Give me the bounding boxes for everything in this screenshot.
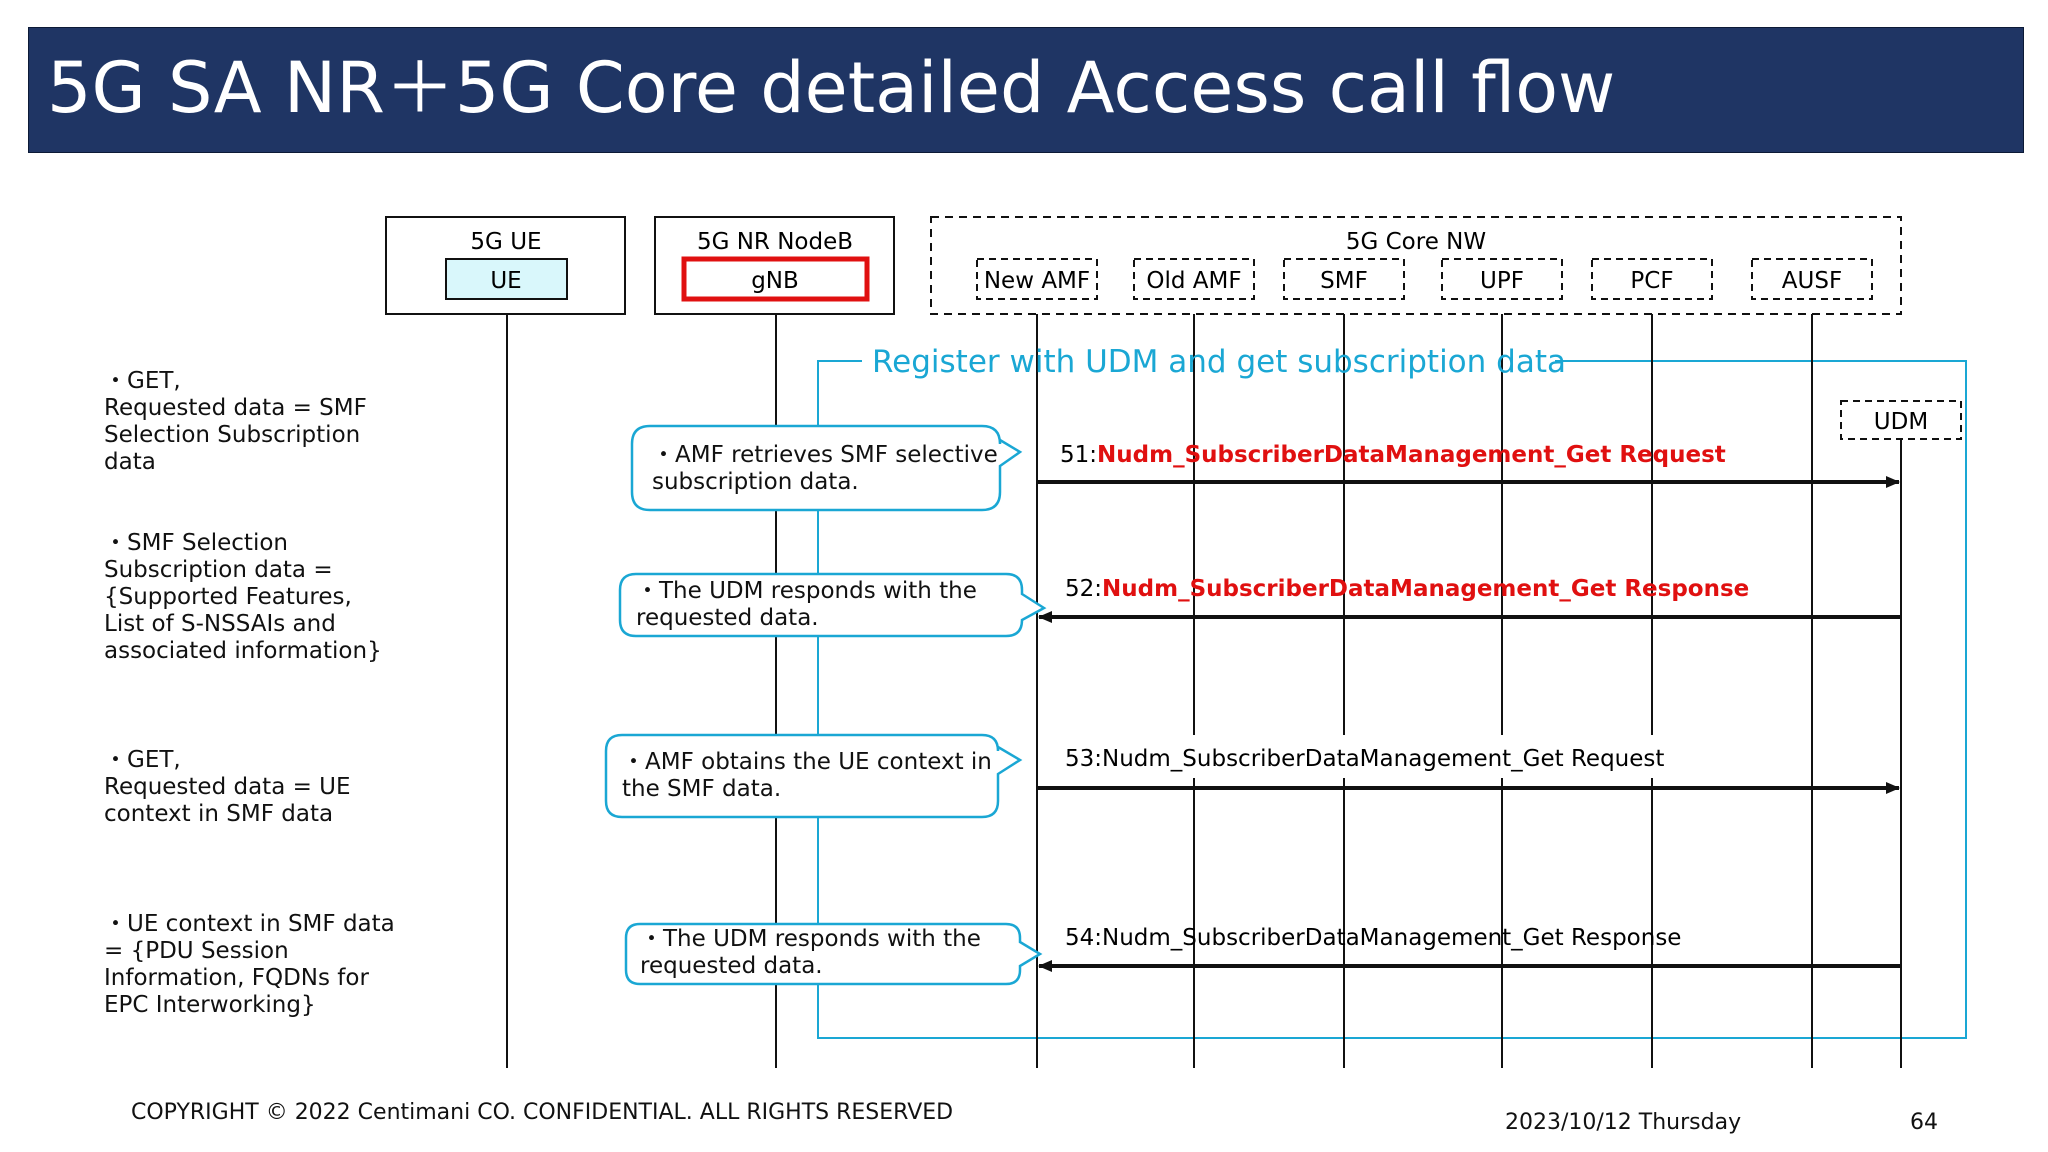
ue-group-label: 5G UE [470, 229, 541, 255]
bubble-3-text: ・AMF obtains the UE context in the SMF d… [622, 749, 992, 802]
old-amf-node[interactable] [1133, 258, 1255, 300]
pcf-node[interactable] [1591, 258, 1713, 300]
note-2: ・SMF Selection Subscription data = {Supp… [104, 530, 382, 664]
procedure-label: Register with UDM and get subscription d… [872, 344, 1566, 380]
gnb-node[interactable] [681, 256, 870, 302]
ue-node[interactable] [445, 258, 568, 300]
old-amf-label: Old AMF [1146, 268, 1241, 294]
bubble-1-text: ・AMF retrieves SMF selective subscriptio… [652, 442, 998, 495]
msg-53-label: 53:Nudm_SubscriberDataManagement_Get Req… [1065, 746, 1664, 772]
slide-title: 5G SA NR＋5G Core detailed Access call fl… [47, 47, 1616, 129]
udm-node[interactable] [1840, 400, 1962, 440]
bubble-4-text: ・The UDM responds with the requested dat… [640, 926, 981, 979]
message-arrows [1037, 476, 1901, 972]
smf-node[interactable] [1283, 258, 1405, 300]
gnb-group-label: 5G NR NodeB [697, 229, 853, 255]
msg-54-label: 54:Nudm_SubscriberDataManagement_Get Res… [1065, 925, 1681, 951]
ausf-node[interactable] [1751, 258, 1873, 300]
bubble-2-text: ・The UDM responds with the requested dat… [636, 578, 977, 631]
gnb-node-label: gNB [751, 268, 799, 294]
new-amf-node[interactable] [976, 258, 1098, 300]
note-1: ・GET, Requested data = SMF Selection Sub… [104, 368, 367, 475]
procedure-frame [817, 360, 1967, 1039]
ausf-label: AUSF [1782, 268, 1842, 294]
pcf-label: PCF [1630, 268, 1673, 294]
upf-label: UPF [1480, 268, 1524, 294]
core-group-label: 5G Core NW [1346, 229, 1486, 255]
note-4: ・UE context in SMF data = {PDU Session I… [104, 911, 395, 1018]
footer-copyright: COPYRIGHT © 2022 Centimani CO. CONFIDENT… [131, 1100, 954, 1125]
new-amf-label: New AMF [984, 268, 1090, 294]
smf-label: SMF [1320, 268, 1368, 294]
msg-51-label: 51:Nudm_SubscriberDataManagement_Get Req… [1060, 442, 1726, 468]
bubble-4 [624, 922, 1043, 986]
upf-node[interactable] [1441, 258, 1563, 300]
msg-52-label: 52:Nudm_SubscriberDataManagement_Get Res… [1065, 576, 1749, 602]
title-bar: 5G SA NR＋5G Core detailed Access call fl… [28, 27, 2024, 153]
page-number: 64 [1910, 1110, 1938, 1135]
bubble-1 [630, 424, 1023, 512]
note-3: ・GET, Requested data = UE context in SMF… [104, 747, 351, 827]
footer-date: 2023/10/12 Thursday [1505, 1110, 1742, 1135]
ue-node-label: UE [490, 268, 521, 294]
udm-label: UDM [1874, 409, 1928, 435]
bubble-2 [618, 572, 1047, 638]
bubble-3 [604, 733, 1023, 819]
